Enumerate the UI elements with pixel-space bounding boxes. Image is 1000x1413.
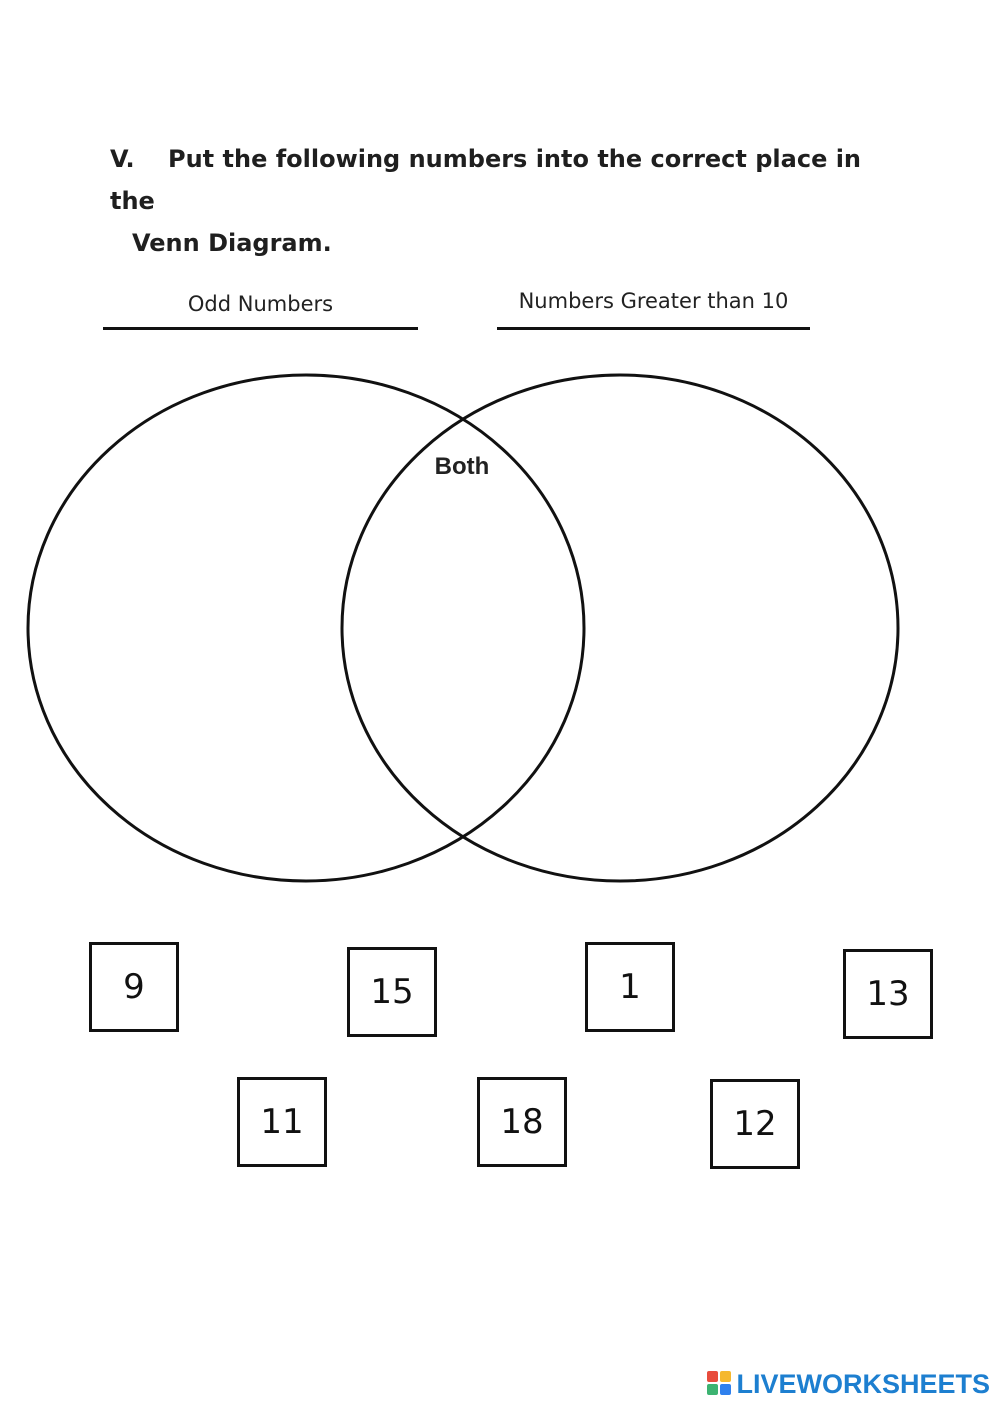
left-label-underline bbox=[103, 327, 418, 330]
logo-square-1 bbox=[707, 1371, 719, 1382]
logo-square-4 bbox=[720, 1384, 732, 1395]
liveworksheets-logo-icon bbox=[707, 1371, 733, 1397]
number-tile-18[interactable]: 18 bbox=[477, 1077, 567, 1167]
instruction-line-2: Venn Diagram. bbox=[132, 229, 332, 257]
right-circle[interactable] bbox=[340, 373, 900, 883]
number-tile-12[interactable]: 12 bbox=[710, 1079, 800, 1169]
number-tile-9[interactable]: 9 bbox=[89, 942, 179, 1032]
number-tile-1[interactable]: 1 bbox=[585, 942, 675, 1032]
left-set-label: Odd Numbers bbox=[187, 292, 334, 316]
number-tile-13[interactable]: 13 bbox=[843, 949, 933, 1039]
liveworksheets-watermark: LIVEWORKSHEETS bbox=[707, 1369, 990, 1399]
number-tile-11[interactable]: 11 bbox=[237, 1077, 327, 1167]
right-label-underline bbox=[497, 327, 810, 330]
watermark-text: LIVEWORKSHEETS bbox=[736, 1368, 990, 1399]
right-set-label: Numbers Greater than 10 bbox=[518, 289, 789, 313]
logo-square-2 bbox=[720, 1371, 732, 1382]
question-number: V. bbox=[110, 145, 135, 173]
logo-square-3 bbox=[707, 1384, 719, 1395]
instruction: V.Put the following numbers into the cor… bbox=[110, 138, 910, 264]
instruction-line-1: Put the following numbers into the corre… bbox=[110, 145, 862, 215]
intersection-label: Both bbox=[434, 453, 490, 480]
number-tile-15[interactable]: 15 bbox=[347, 947, 437, 1037]
left-circle[interactable] bbox=[26, 373, 586, 883]
